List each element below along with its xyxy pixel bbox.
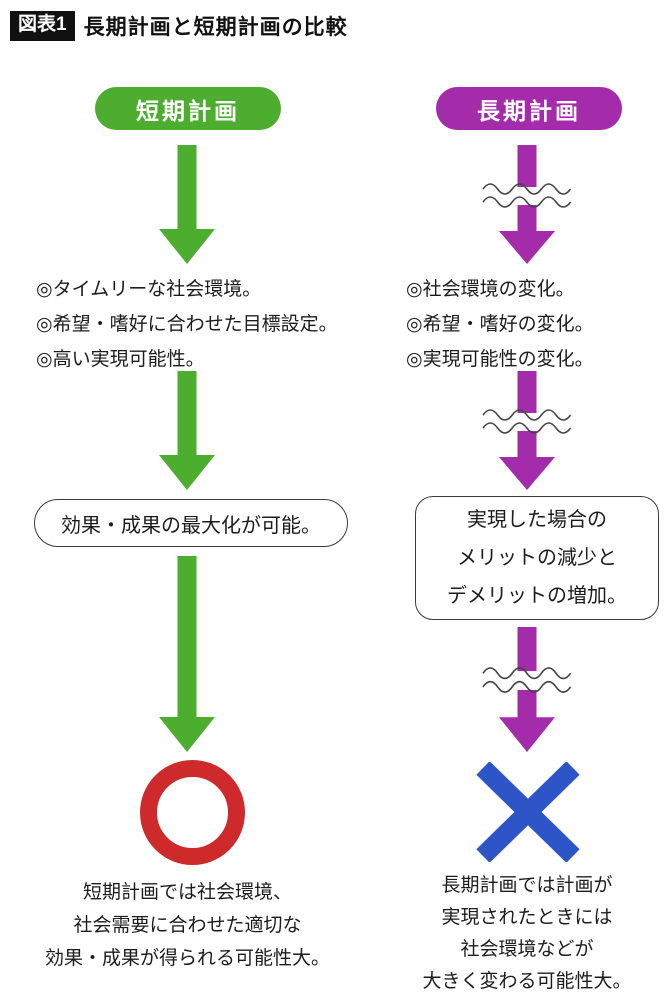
long-term-conclusion-text: 長期計画では計画が 実現されたときには 社会環境などが 大きく変わる可能性大。 [392,870,662,998]
long-term-bullet-list: ◎社会環境の変化。 ◎希望・嗜好の変化。 ◎実現可能性の変化。 [406,272,594,377]
short-term-bullet-list: ◎タイムリーな社会環境。 ◎希望・嗜好に合わせた目標設定。 ◎高い実現可能性。 [36,272,338,377]
short-term-header-pill: 短期計画 [95,87,281,130]
figure-label-badge: 図表1 [10,11,75,41]
outcome-box-text: 効果・成果の最大化が可能。 [61,514,321,537]
bullet-item: ◎希望・嗜好の変化。 [406,314,594,335]
conclusion-line: 社会需要に合わせた適切な [73,915,302,936]
short-term-conclusion-text: 短期計画では社会環境、 社会需要に合わせた適切な 効果・成果が得られる可能性大。 [20,876,355,975]
down-arrow-icon [159,145,215,264]
outcome-box-text: 実現した場合の [467,509,607,531]
down-arrow-icon [159,556,215,752]
conclusion-line: 実現されたときには [441,907,613,928]
conclusion-line: 効果・成果が得られる可能性大。 [44,948,330,969]
bullet-item: ◎社会環境の変化。 [406,279,575,300]
success-circle-icon [140,760,245,865]
conclusion-line: 大きく変わる可能性大。 [422,971,632,992]
broken-down-arrow-icon [482,371,572,490]
broken-down-arrow-icon [482,627,572,752]
outcome-box-text: デメリットの増加。 [447,585,627,607]
conclusion-line: 社会環境などが [460,939,594,960]
failure-cross-icon [476,762,580,862]
bullet-item: ◎実現可能性の変化。 [406,349,594,370]
short-term-outcome-box: 効果・成果の最大化が可能。 [34,499,348,547]
figure-header: 図表1 長期計画と短期計画の比較 [10,11,348,41]
bullet-item: ◎タイムリーな社会環境。 [36,279,262,300]
conclusion-line: 長期計画では計画が [441,875,613,896]
conclusion-line: 短期計画では社会環境、 [82,882,292,903]
figure-title: 長期計画と短期計画の比較 [83,16,348,39]
long-term-header-pill: 長期計画 [436,87,622,130]
long-term-outcome-box: 実現した場合の メリットの減少と デメリットの増加。 [415,496,659,620]
bullet-item: ◎希望・嗜好に合わせた目標設定。 [36,314,338,335]
bullet-item: ◎高い実現可能性。 [36,349,205,370]
down-arrow-icon [159,371,215,490]
outcome-box-text: メリットの減少と [457,547,617,569]
broken-down-arrow-icon [482,145,572,264]
